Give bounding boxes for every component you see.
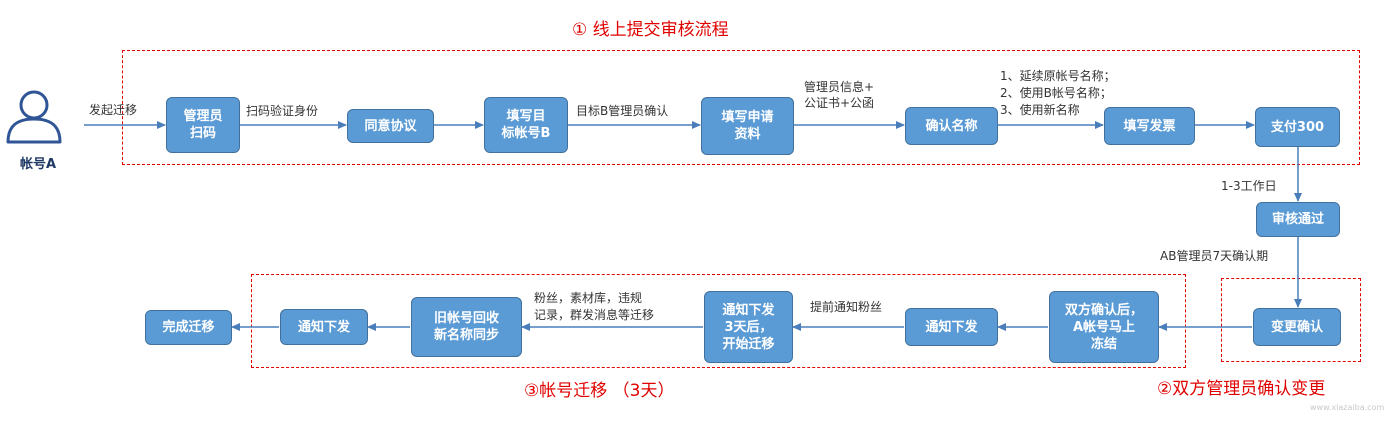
label-name-options: 1、延续原帐号名称； 2、使用B帐号名称； 3、使用新名称 [1000,69,1116,117]
recycle-box: 旧帐号回收 新名称同步 [411,297,522,357]
label-scan-verify: 扫码验证身份 [246,104,319,118]
section-title-online: ① 线上提交审核流程 [572,20,729,40]
notify-box-2: 通知下发 [280,309,368,345]
confirm-name-box: 确认名称 [905,107,998,145]
online-review-frame [122,50,1360,165]
fill-form-box: 填写申请 资料 [701,97,794,155]
fill-target-box: 填写目 标帐号B [484,97,568,153]
review-box: 审核通过 [1256,202,1340,237]
freeze-box: 双方确认后， A帐号马上 冻结 [1049,291,1159,363]
section-title-migrate: ③帐号迁移 （3天） [524,381,675,401]
agree-box: 同意协议 [347,109,434,143]
label-notify-fans: 提前通知粉丝 [810,300,883,314]
confirm-change-frame [1221,278,1361,362]
pay-box: 支付300 [1255,107,1340,147]
migrate-frame [251,274,1186,368]
admin-scan-box: 管理员 扫码 [166,97,240,153]
invoice-box: 填写发票 [1104,107,1195,145]
label-materials: 管理员信息+ 公证书+公函 [804,80,875,110]
change-confirm-box: 变更确认 [1253,308,1341,346]
label-target-confirm: 目标B管理员确认 [576,104,669,118]
done-box: 完成迁移 [145,310,232,345]
watermark: www.xiazaiba.com [1310,403,1385,412]
account-a-label: 帐号A [20,157,57,172]
label-initiate: 发起迁移 [89,103,138,117]
start-migrate-box: 通知下发 3天后， 开始迁移 [704,291,793,363]
label-workdays: 1-3工作日 [1221,179,1277,193]
notify-box-1: 通知下发 [905,308,998,346]
user-icon [6,90,62,144]
section-title-confirm: ②双方管理员确认变更 [1157,379,1326,399]
label-ab-period: AB管理员7天确认期 [1160,249,1269,263]
label-migrate-items: 粉丝，素材库，违规 记录，群发消息等迁移 [534,291,655,322]
